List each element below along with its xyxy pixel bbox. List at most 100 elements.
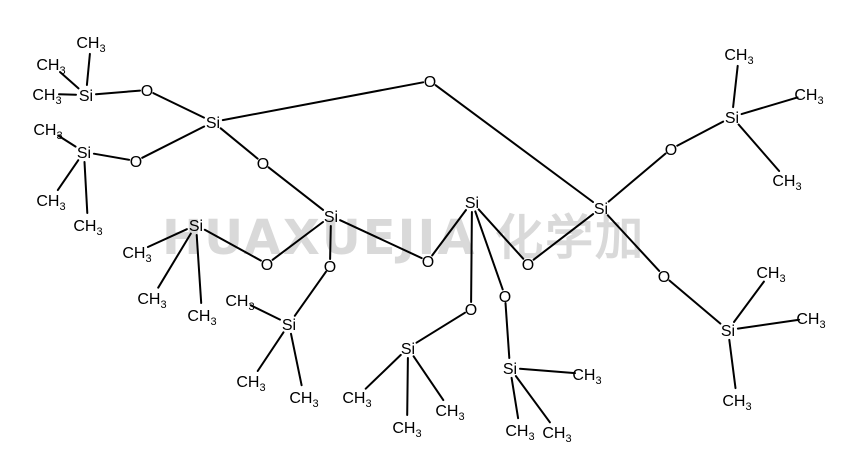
bond-si1-o6 xyxy=(141,125,206,159)
bond-si6-c4 xyxy=(57,134,77,148)
silicon-atom-label: Si xyxy=(77,145,91,162)
methyl-group-label: CH3 xyxy=(36,57,65,77)
bond-si1-o5 xyxy=(152,92,205,119)
methyl-group-label: CH3 xyxy=(392,420,421,440)
bond-si3-o9 xyxy=(470,211,473,303)
bond-si8-c12 xyxy=(290,332,303,387)
methyl-group-label: CH3 xyxy=(137,291,166,311)
bond-si1-o4 xyxy=(221,81,425,122)
oxygen-atom-label: O xyxy=(665,142,677,159)
bond-si11-c21 xyxy=(737,123,781,172)
methyl-group-label: CH3 xyxy=(572,367,601,387)
oxygen-atom-label: O xyxy=(324,259,336,276)
bond-si11-c20 xyxy=(740,96,799,116)
methyl-group-label: CH3 xyxy=(187,308,216,328)
bond-si12-c24 xyxy=(728,338,737,390)
bond-si7-c9 xyxy=(195,234,203,304)
methyl-group-label: CH3 xyxy=(722,393,751,413)
oxygen-atom-label: O xyxy=(424,74,436,91)
oxygen-atom-label: O xyxy=(465,302,477,319)
silicon-atom-label: Si xyxy=(465,195,479,212)
bond-si8-c11 xyxy=(256,331,285,372)
oxygen-atom-label: O xyxy=(261,257,273,274)
bond-si3-o10 xyxy=(474,210,504,291)
bond-o3-si4 xyxy=(532,213,595,261)
bond-si10-c18 xyxy=(514,375,551,424)
methyl-group-label: CH3 xyxy=(724,47,753,67)
bond-si4-o12 xyxy=(606,214,661,272)
bonds-layer xyxy=(56,52,801,424)
silicon-atom-label: Si xyxy=(282,317,296,334)
bond-si5-c2 xyxy=(59,71,80,90)
bond-si5-c1 xyxy=(85,52,91,86)
bond-o6-si6 xyxy=(92,152,131,161)
bond-si1-o1 xyxy=(219,127,259,160)
silicon-atom-label: Si xyxy=(206,115,220,132)
oxygen-atom-label: O xyxy=(522,257,534,274)
bond-o7-si7 xyxy=(203,228,262,262)
bond-si9-c13 xyxy=(364,353,402,390)
methyl-group-label: CH3 xyxy=(33,122,62,142)
oxygen-atom-label: O xyxy=(141,83,153,100)
bond-si12-c22 xyxy=(733,280,765,323)
bond-o1-si2 xyxy=(267,166,325,211)
silicon-atom-label: Si xyxy=(594,201,608,218)
bond-si2-o8 xyxy=(329,225,332,260)
silicon-atom-label: Si xyxy=(721,323,735,340)
bond-si6-c5 xyxy=(56,159,80,192)
bond-o12-si12 xyxy=(668,279,722,325)
bond-si4-o11 xyxy=(607,152,667,203)
methyl-group-label: CH3 xyxy=(342,390,371,410)
bond-o8-si8 xyxy=(293,270,327,317)
bond-o10-si10 xyxy=(504,302,511,359)
bond-si3-o3 xyxy=(477,208,525,260)
bond-si9-c14 xyxy=(406,357,409,416)
methyl-group-label: CH3 xyxy=(796,311,825,331)
oxygen-atom-label: O xyxy=(499,289,511,306)
bond-o9-si9 xyxy=(415,311,466,344)
methyl-group-label: CH3 xyxy=(542,425,571,445)
silicon-atom-label: Si xyxy=(401,341,415,358)
silicon-atom-label: Si xyxy=(79,88,93,105)
bond-si2-o2 xyxy=(339,219,423,260)
methyl-group-label: CH3 xyxy=(772,173,801,193)
methyl-group-label: CH3 xyxy=(236,374,265,394)
silicon-atom-label: Si xyxy=(189,218,203,235)
methyl-group-label: CH3 xyxy=(505,423,534,443)
methyl-group-label: CH3 xyxy=(225,293,254,313)
bond-si2-o7 xyxy=(271,221,324,261)
oxygen-atom-label: O xyxy=(257,156,269,173)
bond-o4-si4 xyxy=(434,84,594,203)
bond-si11-c19 xyxy=(732,64,739,109)
methyl-group-label: CH3 xyxy=(122,245,151,265)
methyl-group-label: CH3 xyxy=(73,218,102,238)
methyl-group-label: CH3 xyxy=(435,403,464,423)
methyl-group-label: CH3 xyxy=(794,87,823,107)
bond-si10-c16 xyxy=(519,367,576,375)
bond-si9-c15 xyxy=(412,355,445,402)
silicon-atom-label: Si xyxy=(324,209,338,226)
bond-o2-si3 xyxy=(431,209,467,257)
silicon-atom-label: Si xyxy=(725,110,739,127)
oxygen-atom-label: O xyxy=(658,269,670,286)
oxygen-atom-label: O xyxy=(422,254,434,271)
bond-si7-c8 xyxy=(157,232,192,289)
bond-si8-c10 xyxy=(249,304,281,321)
oxygen-atom-label: O xyxy=(130,154,142,171)
methyl-group-label: CH3 xyxy=(289,390,318,410)
watermark: HUAXUEJIA 化学加 xyxy=(162,210,645,266)
methyl-group-label: CH3 xyxy=(36,193,65,213)
bond-si6-c6 xyxy=(83,161,89,214)
bond-o11-si11 xyxy=(676,120,725,147)
bond-si7-c7 xyxy=(146,228,188,248)
methyl-group-label: CH3 xyxy=(76,35,105,55)
bond-o5-si5 xyxy=(95,89,141,96)
methyl-group-label: CH3 xyxy=(756,265,785,285)
bond-si10-c17 xyxy=(510,376,520,420)
bond-si12-c23 xyxy=(736,318,801,330)
methyl-group-label: CH3 xyxy=(32,87,61,107)
silicon-atom-label: Si xyxy=(503,361,517,378)
